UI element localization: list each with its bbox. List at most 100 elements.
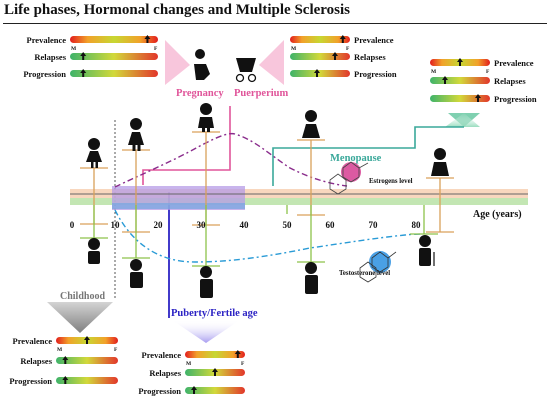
indicator-bar-relapses [70, 53, 158, 60]
indicator-bar-relapses [56, 357, 118, 364]
indicator-label-prevalence: Prevalence [142, 350, 182, 360]
page-title: Life phases, Hormonal changes and Multip… [4, 2, 350, 18]
indicator-label-prevalence: Prevalence [27, 35, 67, 45]
female-marker-label: F [241, 361, 245, 367]
pregnancy-label: Pregnancy [176, 88, 224, 99]
menopause-label: Menopause [330, 153, 382, 164]
puerperium-fan [259, 40, 284, 85]
estrogen-label: Estrogens level [369, 178, 413, 185]
indicator-label-progression: Progression [23, 69, 66, 79]
age-tick-label: 80 [412, 220, 422, 230]
indicator-bar-prevalence [290, 36, 350, 43]
indicator-label-progression: Progression [494, 94, 537, 104]
indicator-arrow-icon [144, 35, 151, 43]
indicator-arrow-icon [62, 376, 69, 384]
age-band-blue [112, 203, 245, 209]
age-axis-label: Age (years) [473, 209, 522, 220]
puberty-label: Puberty/Fertile age [171, 308, 258, 319]
female-marker-label: F [486, 69, 490, 75]
indicator-bar-progression [70, 70, 158, 77]
age-tick-label: 50 [283, 220, 293, 230]
age-tick-label: 40 [240, 220, 250, 230]
pregnancy-fan [165, 40, 190, 85]
female-marker-label: F [346, 46, 350, 52]
indicator-label-progression: Progression [9, 376, 52, 386]
indicator-arrow-icon [80, 52, 87, 60]
menopause-line [272, 126, 464, 186]
boy-icon [88, 238, 100, 264]
age-band-green [70, 198, 528, 205]
childhood-arrow [47, 302, 113, 333]
girl-icon [86, 138, 102, 168]
indicator-bar-relapses [430, 77, 490, 84]
indicator-arrow-icon [84, 336, 90, 344]
indicator-arrow-icon [332, 52, 338, 60]
male-marker-label: M [57, 347, 63, 353]
indicator-label-prevalence: Prevalence [354, 35, 394, 45]
male-marker-label: M [71, 46, 77, 52]
age-tick-label: 10 [111, 220, 121, 230]
female-marker-label: F [154, 46, 158, 52]
pregnancy-silhouette-icon [194, 49, 210, 80]
indicator-label-relapses: Relapses [20, 356, 52, 366]
indicator-arrow-icon [62, 356, 69, 364]
indicator-label-relapses: Relapses [34, 52, 66, 62]
elderly-woman-icon [431, 148, 449, 176]
testosterone-label: Testosterone level [339, 270, 390, 277]
teen-boy-icon [130, 259, 143, 288]
indicator-label-progression: Progression [138, 386, 181, 396]
age-tick-labels: 0 10 20 30 40 50 60 70 80 [70, 220, 421, 230]
woman-icon [302, 110, 320, 138]
title-divider [3, 23, 547, 24]
indicator-arrow-icon [457, 58, 463, 66]
male-marker-label: M [431, 69, 437, 75]
indicator-arrow-icon [475, 94, 481, 102]
adult-man-icon [305, 262, 318, 294]
childhood-label: Childhood [60, 291, 105, 302]
indicator-arrow-icon [212, 368, 218, 376]
age-tick-label: 30 [197, 220, 207, 230]
age-tick-label: 60 [326, 220, 336, 230]
teen-girl-icon [128, 118, 144, 151]
testosterone-curve [114, 209, 424, 263]
indicator-label-prevalence: Prevalence [13, 336, 53, 346]
indicator-bar-prevalence [185, 351, 245, 358]
indicator-label-prevalence: Prevalence [494, 58, 534, 68]
indicator-bar-prevalence [70, 36, 158, 43]
puberty-arrow [172, 320, 240, 343]
man-icon [200, 266, 213, 298]
age-tick-label: 20 [154, 220, 164, 230]
indicator-arrow-icon [234, 350, 241, 358]
age-tick-label: 0 [70, 220, 75, 230]
male-silhouettes [88, 235, 435, 298]
indicator-bar-progression [430, 95, 490, 102]
indicator-arrow-icon [442, 76, 448, 84]
indicator-bar-progression [56, 377, 118, 384]
stroller-icon [235, 58, 257, 83]
indicator-arrow-icon [314, 69, 320, 77]
estrogen-molecule-icon [329, 161, 369, 195]
age-tick-label: 70 [369, 220, 379, 230]
estrogen-curve [114, 132, 348, 188]
male-marker-label: M [291, 46, 297, 52]
pregnancy-line [142, 106, 231, 185]
testosterone-molecule-icon [359, 251, 397, 283]
indicator-label-progression: Progression [354, 69, 397, 79]
elderly-man-icon [419, 235, 435, 266]
indicator-arrow-icon [80, 69, 87, 77]
indicator-bar-progression [290, 70, 350, 77]
indicator-label-relapses: Relapses [494, 76, 526, 86]
indicator-bar-progression [185, 387, 245, 394]
indicator-arrow-icon [191, 386, 197, 394]
male-marker-label: M [186, 361, 192, 367]
puerperium-label: Puerperium [234, 88, 288, 99]
female-marker-label: F [114, 347, 118, 353]
female-silhouettes [86, 49, 449, 176]
